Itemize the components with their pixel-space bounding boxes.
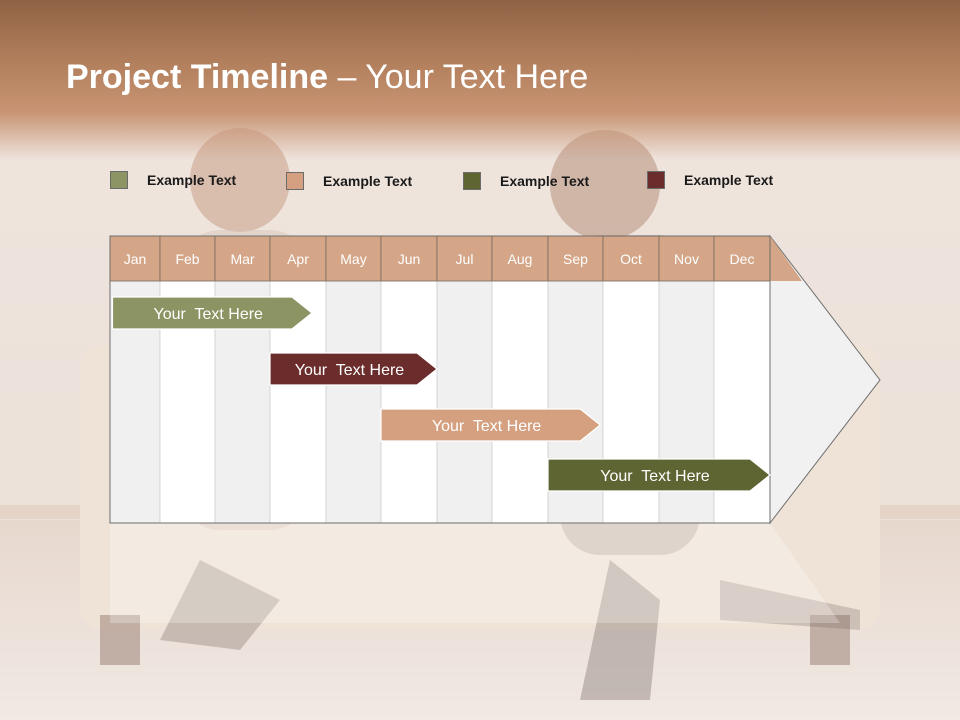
task-bar bbox=[380, 408, 602, 442]
month-header-cell bbox=[380, 235, 438, 282]
month-label: Jan bbox=[124, 251, 147, 267]
month-label: Sep bbox=[563, 251, 588, 267]
month-label: Dec bbox=[730, 251, 755, 267]
task-bar-label: Your Text Here bbox=[295, 362, 405, 379]
legend-item: Example Text bbox=[110, 170, 236, 190]
task-bar-label: Your Text Here bbox=[432, 418, 542, 435]
month-header-cell bbox=[436, 235, 493, 282]
month-header-cell bbox=[159, 235, 216, 282]
timeline-frame bbox=[109, 235, 771, 524]
task-bar bbox=[547, 458, 771, 492]
legend-swatch bbox=[647, 171, 665, 189]
timeline-arrow-header-wedge bbox=[770, 236, 802, 281]
month-column bbox=[491, 280, 549, 524]
task-bar-label: Your Text Here bbox=[154, 306, 264, 323]
month-header-cell bbox=[547, 235, 604, 282]
month-label: Feb bbox=[175, 251, 199, 267]
month-header-cell bbox=[713, 235, 771, 282]
month-header-cell bbox=[658, 235, 715, 282]
legend-label: Example Text bbox=[684, 172, 774, 188]
task-bar bbox=[111, 296, 313, 330]
month-column bbox=[380, 280, 438, 524]
timeline-reflection bbox=[110, 523, 840, 623]
month-header-cell bbox=[269, 235, 327, 282]
month-label: Mar bbox=[230, 251, 254, 267]
legend-item: Example Text bbox=[286, 171, 412, 191]
task-bar-label: Your Text Here bbox=[600, 468, 710, 485]
month-header-cell bbox=[214, 235, 271, 282]
month-header-cell bbox=[602, 235, 660, 282]
legend-swatch bbox=[463, 172, 481, 190]
task-bar bbox=[269, 352, 438, 386]
month-label: Apr bbox=[287, 251, 309, 267]
month-header-cell bbox=[491, 235, 549, 282]
month-label: Oct bbox=[620, 251, 642, 267]
legend-item: Example Text bbox=[463, 171, 589, 191]
month-label: Jul bbox=[456, 251, 474, 267]
legend-swatch bbox=[286, 172, 304, 190]
title-bold: Project Timeline bbox=[66, 58, 329, 96]
month-label: Jun bbox=[398, 251, 421, 267]
legend-swatch bbox=[110, 171, 128, 189]
header-band bbox=[0, 0, 960, 160]
month-label: Nov bbox=[674, 251, 699, 267]
month-label: Aug bbox=[508, 251, 533, 267]
legend-label: Example Text bbox=[147, 172, 237, 188]
legend-label: Example Text bbox=[500, 173, 590, 189]
title-rest: – Your Text Here bbox=[328, 58, 589, 96]
month-column bbox=[436, 280, 493, 524]
legend-item: Example Text bbox=[647, 170, 773, 190]
legend-label: Example Text bbox=[323, 173, 413, 189]
month-column bbox=[325, 280, 382, 524]
month-header-cell bbox=[325, 235, 382, 282]
month-label: May bbox=[340, 251, 366, 267]
page-title: Project Timeline – Your Text Here bbox=[66, 58, 588, 97]
